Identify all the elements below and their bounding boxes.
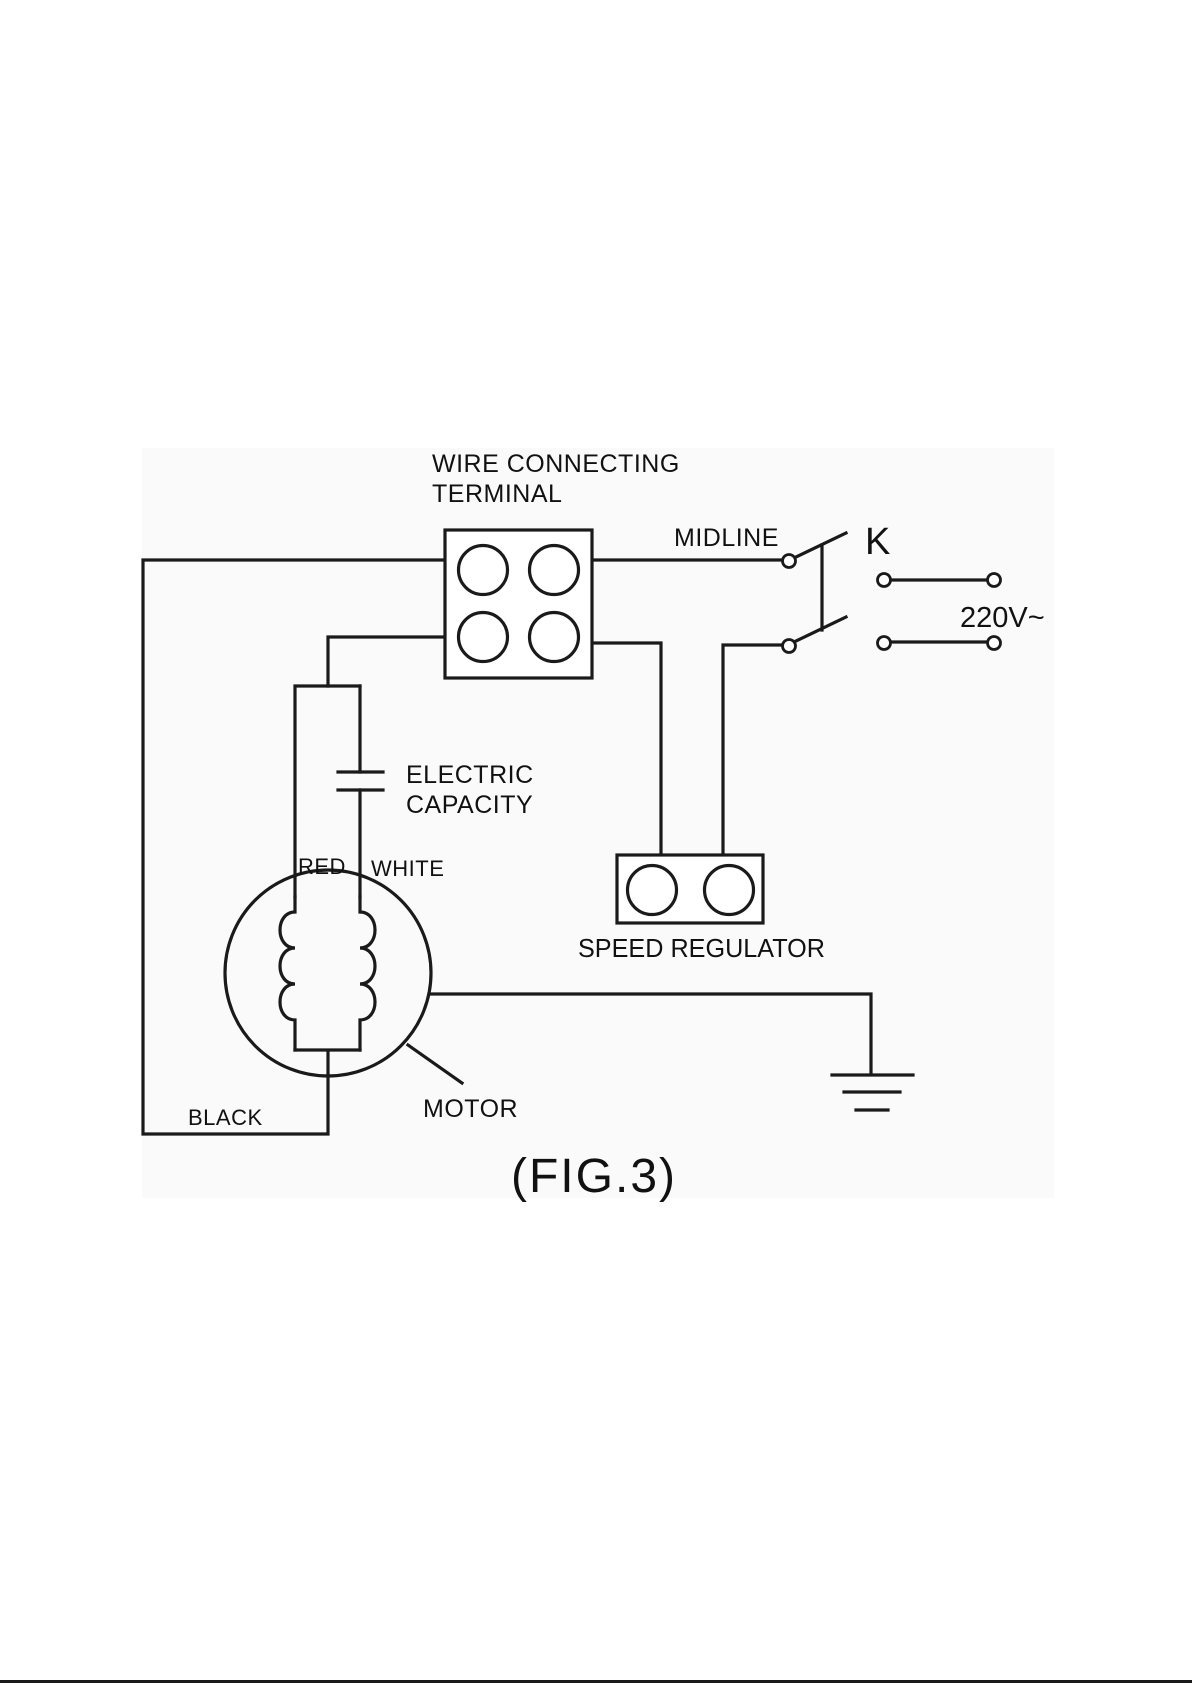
page-bottom-rule [0, 1680, 1192, 1683]
speed-regulator-label: SPEED REGULATOR [578, 933, 825, 963]
motor-label: MOTOR [423, 1095, 518, 1123]
terminal-hole-bottom-left [459, 613, 508, 662]
capacitor-label-line2: CAPACITY [406, 791, 533, 819]
switch-contact-upper [783, 555, 796, 568]
capacitor-label-line1: ELECTRIC [406, 761, 534, 789]
terminal-title-line2: TERMINAL [432, 480, 562, 508]
white-wire-label: WHITE [371, 856, 444, 881]
terminal-hole-top-left [459, 546, 508, 595]
regulator-hole-left [628, 866, 677, 915]
red-wire-label: RED [298, 854, 346, 879]
terminal-hole-top-right [530, 546, 579, 595]
terminal-title-line1: WIRE CONNECTING [432, 450, 680, 478]
switch-contact-lower [783, 640, 796, 653]
supply-contact-lower-left [878, 637, 891, 650]
midline-label: MIDLINE [674, 524, 779, 552]
switch-k-label: K [865, 521, 890, 563]
regulator-hole-right [705, 866, 754, 915]
supply-contact-upper-left [878, 574, 891, 587]
supply-contact-upper-right [988, 574, 1001, 587]
voltage-label: 220V~ [960, 602, 1045, 634]
figure-caption: (FIG.3) [511, 1150, 677, 1203]
supply-contact-lower-right [988, 637, 1001, 650]
black-wire-label: BLACK [188, 1105, 263, 1130]
terminal-hole-bottom-right [530, 613, 579, 662]
